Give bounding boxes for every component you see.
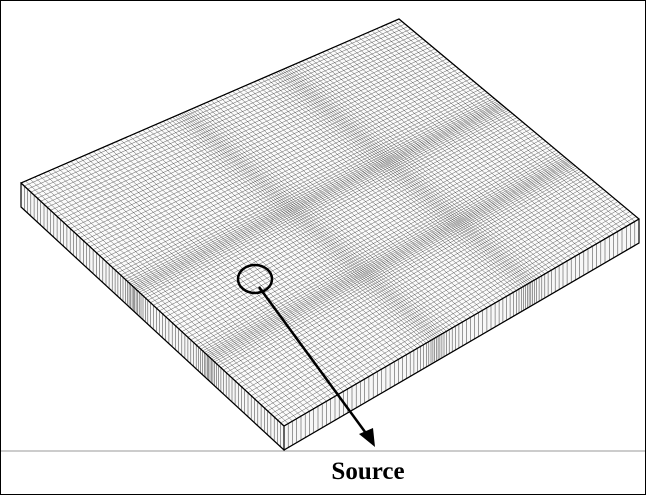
source-label: Source bbox=[331, 458, 405, 485]
mesh-grid bbox=[20, 18, 640, 452]
source-circle-marker bbox=[236, 263, 274, 295]
source-arrow-head-icon bbox=[359, 428, 375, 447]
source-annotation bbox=[236, 263, 375, 447]
slab-outline bbox=[20, 18, 640, 451]
source-arrow-line bbox=[257, 286, 370, 437]
